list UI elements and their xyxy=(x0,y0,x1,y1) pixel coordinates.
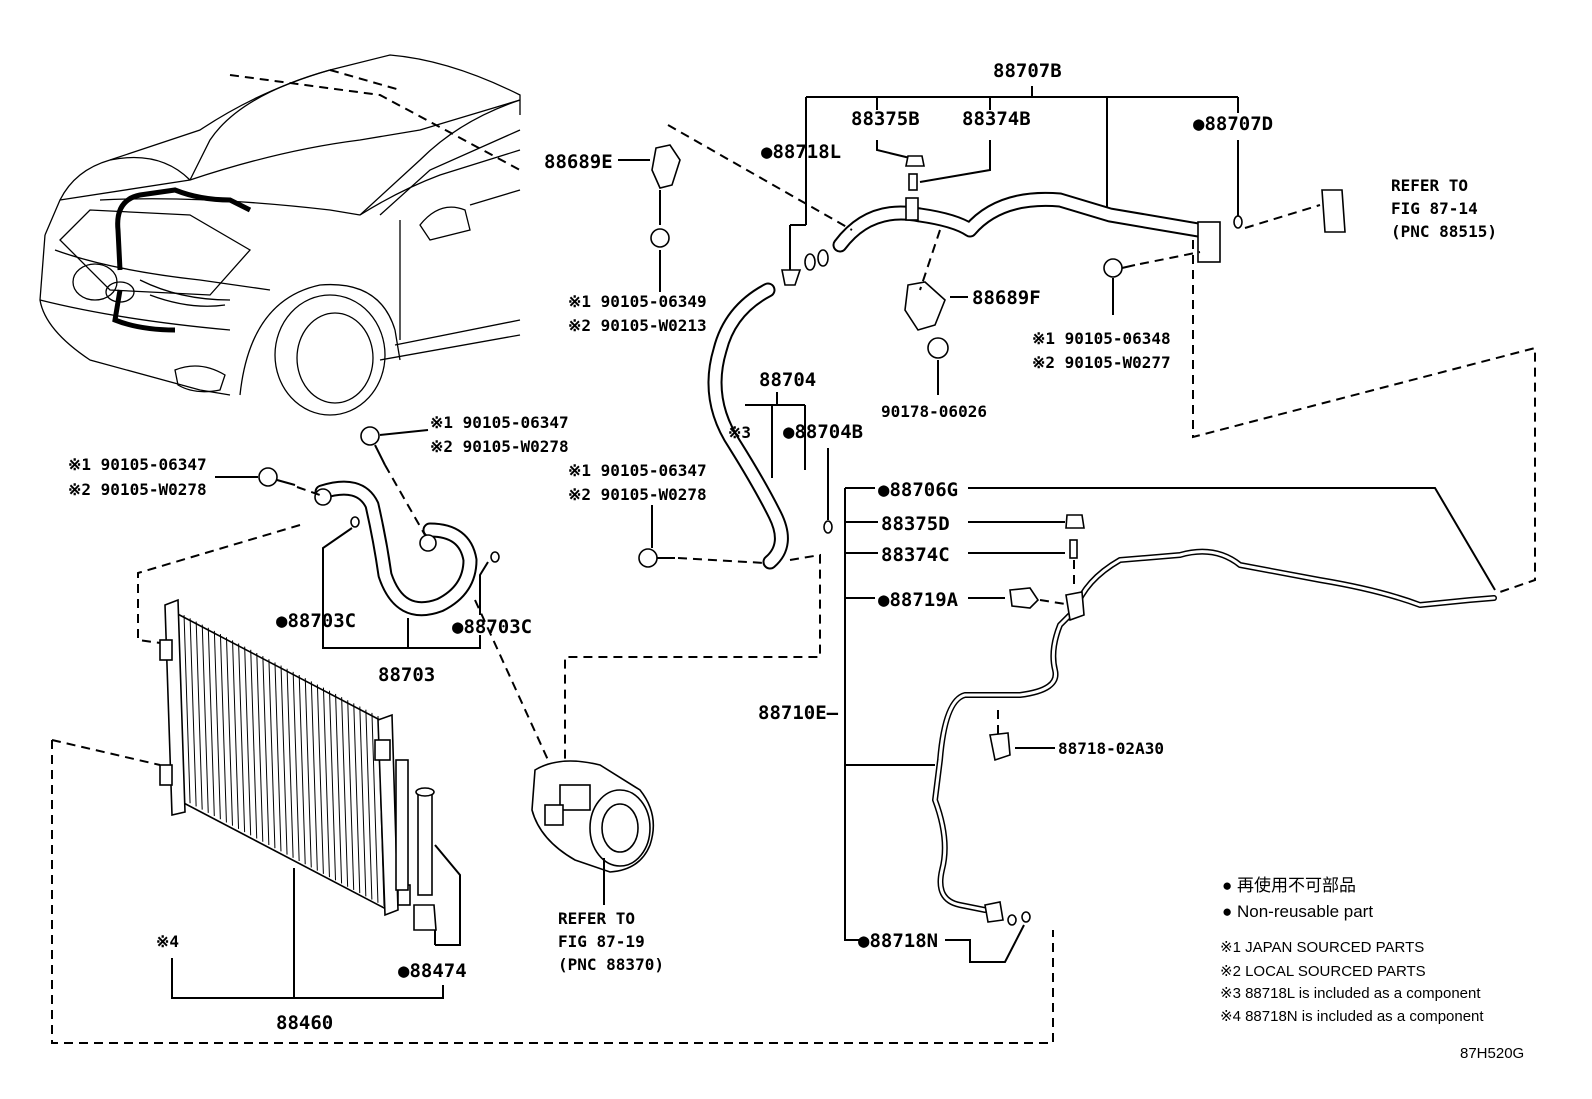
condenser-fin xyxy=(322,687,330,878)
ref-fig87-19-line1: REFER TO xyxy=(558,909,635,928)
bolt-top-code-2: ※2 90105-W0278 xyxy=(430,437,569,456)
condenser-fin xyxy=(292,671,300,862)
label-88703C-right: ●88703C xyxy=(452,616,532,638)
bolt-r-code-2: ※2 90105-W0277 xyxy=(1032,353,1171,372)
discharge-hose-88703: ※1 90105-06347 ※2 90105-W0278 ※1 90105-0… xyxy=(68,413,569,761)
bolt-left-code-1: ※1 90105-06347 xyxy=(68,455,207,474)
condenser-fin xyxy=(310,681,318,871)
legend-note-2: ※2 LOCAL SOURCED PARTS xyxy=(1220,963,1426,980)
label-88718L: ●88718L xyxy=(761,141,841,163)
legend-note-1: ※1 JAPAN SOURCED PARTS xyxy=(1220,939,1424,956)
ref-fig87-19-line3: (PNC 88370) xyxy=(558,955,664,974)
condenser-fin xyxy=(268,659,276,849)
condenser-fin xyxy=(298,675,306,865)
note-4: ※4 xyxy=(156,932,179,951)
condenser-fin xyxy=(195,621,203,810)
legend: ● 再使用不可部品 ● Non-reusable part ※1 JAPAN S… xyxy=(1220,875,1524,1062)
label-88374B: 88374B xyxy=(962,108,1031,130)
condenser-fin xyxy=(347,700,355,890)
condenser-fin xyxy=(250,649,258,839)
label-88375D: 88375D xyxy=(881,513,950,535)
ref-fig87-14-line2: FIG 87-14 xyxy=(1391,199,1478,218)
condenser-fin xyxy=(359,706,367,897)
label-88474: ●88474 xyxy=(398,960,467,982)
label-88703C-left: ●88703C xyxy=(276,610,356,632)
compressor-ref: REFER TO FIG 87-19 (PNC 88370) xyxy=(531,760,664,974)
legend-note-4: ※4 88718N is included as a component xyxy=(1220,1008,1484,1025)
label-88704: 88704 xyxy=(759,369,816,391)
condenser-fin xyxy=(244,646,252,836)
label-88689E: 88689E xyxy=(544,151,613,173)
legend-non-reusable: ● Non-reusable part xyxy=(1222,902,1373,921)
condenser-88460: ●88474 ※4 88460 xyxy=(51,598,1054,1044)
label-88460: 88460 xyxy=(276,1012,333,1034)
vehicle-front-illustration xyxy=(39,54,521,416)
condenser-fin xyxy=(286,668,294,858)
label-88706G: ●88706G xyxy=(878,479,958,501)
condenser-fin xyxy=(225,637,233,826)
ref-fig87-14-line3: (PNC 88515) xyxy=(1391,222,1497,241)
condenser-fin xyxy=(232,640,240,829)
suction-hose-group: 88707B 88375B 88374B ●88707D ●88718L 886… xyxy=(544,60,1536,593)
label-88710E: 88710E– xyxy=(758,702,839,724)
figure-code: 87H520G xyxy=(1460,1045,1524,1062)
label-88707D: ●88707D xyxy=(1193,113,1273,135)
condenser-fin xyxy=(304,678,312,868)
label-88375B: 88375B xyxy=(851,108,920,130)
label-88703: 88703 xyxy=(378,664,435,686)
label-88707B: 88707B xyxy=(993,60,1062,82)
condenser-fin xyxy=(371,712,379,903)
liquid-pipe-88710E: ●88706G 88375D 88374C ●88719A 88710E– 88… xyxy=(758,479,1497,963)
condenser-fin xyxy=(201,624,209,813)
label-88374C: 88374C xyxy=(881,544,950,566)
ref-fig87-19-line2: FIG 87-19 xyxy=(558,932,645,951)
condenser-fin xyxy=(353,703,361,894)
legend-note-3: ※3 88718L is included as a component xyxy=(1220,985,1481,1002)
label-88689F: 88689F xyxy=(972,287,1041,309)
bolt-mid-code-2: ※2 90105-W0278 xyxy=(568,485,707,504)
bolt-e-code-1: ※1 90105-06349 xyxy=(568,292,707,311)
bolt-top-code-1: ※1 90105-06347 xyxy=(430,413,569,432)
condenser-fin xyxy=(256,652,264,842)
label-88718N: ●88718N xyxy=(858,930,938,952)
condenser-fin xyxy=(238,643,246,833)
condenser-fin xyxy=(207,627,215,817)
note-3: ※3 xyxy=(728,423,751,442)
condenser-fin xyxy=(329,690,337,881)
bolt-left-code-2: ※2 90105-W0278 xyxy=(68,480,207,499)
condenser-fin xyxy=(262,656,270,845)
bolt-r-code-1: ※1 90105-06348 xyxy=(1032,329,1171,348)
label-88704B: ●88704B xyxy=(783,421,863,443)
condenser-fin xyxy=(213,630,221,820)
condenser-fin xyxy=(365,709,373,900)
label-88718-02A30: 88718-02A30 xyxy=(1058,739,1164,758)
label-90178-06026: 90178-06026 xyxy=(881,402,987,421)
label-88719A: ●88719A xyxy=(878,589,959,611)
condenser-fin xyxy=(183,615,191,804)
condenser-fin xyxy=(341,697,349,887)
condenser-fin xyxy=(280,665,288,855)
condenser-fin xyxy=(274,662,282,852)
bolt-e-code-2: ※2 90105-W0213 xyxy=(568,316,707,335)
discharge-hose-88704: 88704 ※3 ●88704B ※1 90105-06347 ※2 90105… xyxy=(564,282,863,765)
legend-jp: ● 再使用不可部品 xyxy=(1222,875,1356,895)
bolt-mid-code-1: ※1 90105-06347 xyxy=(568,461,707,480)
condenser-fin xyxy=(219,634,227,823)
condenser-fin xyxy=(316,684,324,874)
ref-fig87-14-line1: REFER TO xyxy=(1391,176,1468,195)
condenser-fin xyxy=(189,618,197,807)
condenser-fin xyxy=(335,693,343,884)
